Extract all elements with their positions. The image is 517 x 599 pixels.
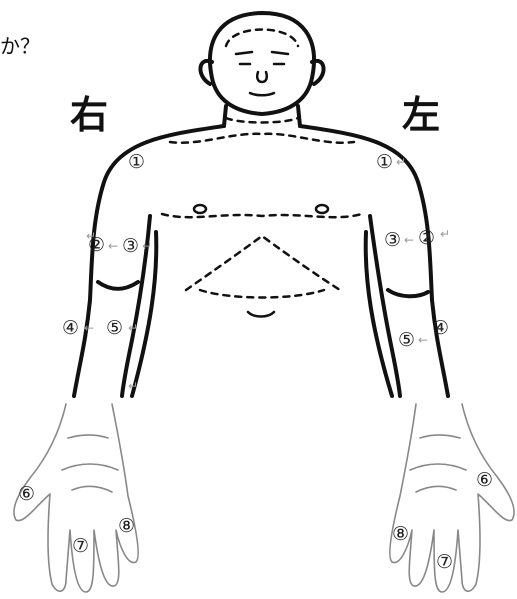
neck-right [224,106,226,126]
left-eyebrow [272,52,288,54]
arrow-icon: ↵ [142,240,152,252]
arrow-icon: ← [404,234,414,246]
point-left-2: ② [418,228,435,248]
point-right-8: ⑧ [118,516,135,536]
right-elbow-crease [98,282,138,289]
left-palm-crease-2 [410,464,466,470]
arrow-icon: ↵ [128,380,138,392]
point-right-7: ⑦ [72,536,89,556]
hairline-dashed [226,30,298,47]
arrow-icon: ↵ [396,156,406,168]
point-left-1: ① [376,152,393,172]
ribs-dashed [186,236,340,290]
right-nipple [194,205,206,213]
head-outline [210,13,314,114]
collarbone-dashed [170,134,354,143]
left-palm-crease-1 [420,435,460,438]
belly-dashed [200,290,324,298]
arrow-icon: ← [84,322,94,334]
left-palm-crease-3 [416,486,456,492]
right-shoulder-arm-outer [74,126,224,396]
point-left-3: ③ [384,230,401,250]
point-right-1: ① [128,152,145,172]
nose [257,72,267,82]
point-right-4: ④ [62,318,79,338]
point-right-2: ② [88,235,105,255]
arrow-icon: ↵ [440,228,450,240]
point-left-8: ⑧ [392,524,409,544]
right-palm-crease-1 [68,435,108,438]
left-torso-side [366,232,392,396]
right-palm-crease-2 [62,464,118,470]
neck-dashed [226,118,298,123]
navel [248,312,274,317]
left-elbow-crease [388,290,428,296]
arrow-icon: ← [418,334,428,346]
neck-left [298,106,300,126]
point-left-4: ④ [432,318,449,338]
side-label-right: 右 [70,84,108,139]
left-shoulder-arm-outer [300,126,448,396]
right-palm-crease-3 [72,486,112,492]
arrow-icon: ← [108,240,118,252]
right-eyebrow [236,52,252,54]
point-left-7: ⑦ [436,552,453,572]
arrow-icon: ↵ [128,322,138,334]
chest-dashed [162,214,362,217]
point-right-3: ③ [122,236,139,256]
point-right-5: ⑤ [106,318,123,338]
point-left-5: ⑤ [398,330,415,350]
point-right-6: ⑥ [18,484,35,504]
side-label-left: 左 [402,84,440,139]
left-nipple [316,205,328,213]
header-fragment: か？ [0,30,40,59]
mouth [250,93,274,95]
point-left-6: ⑥ [476,470,493,490]
